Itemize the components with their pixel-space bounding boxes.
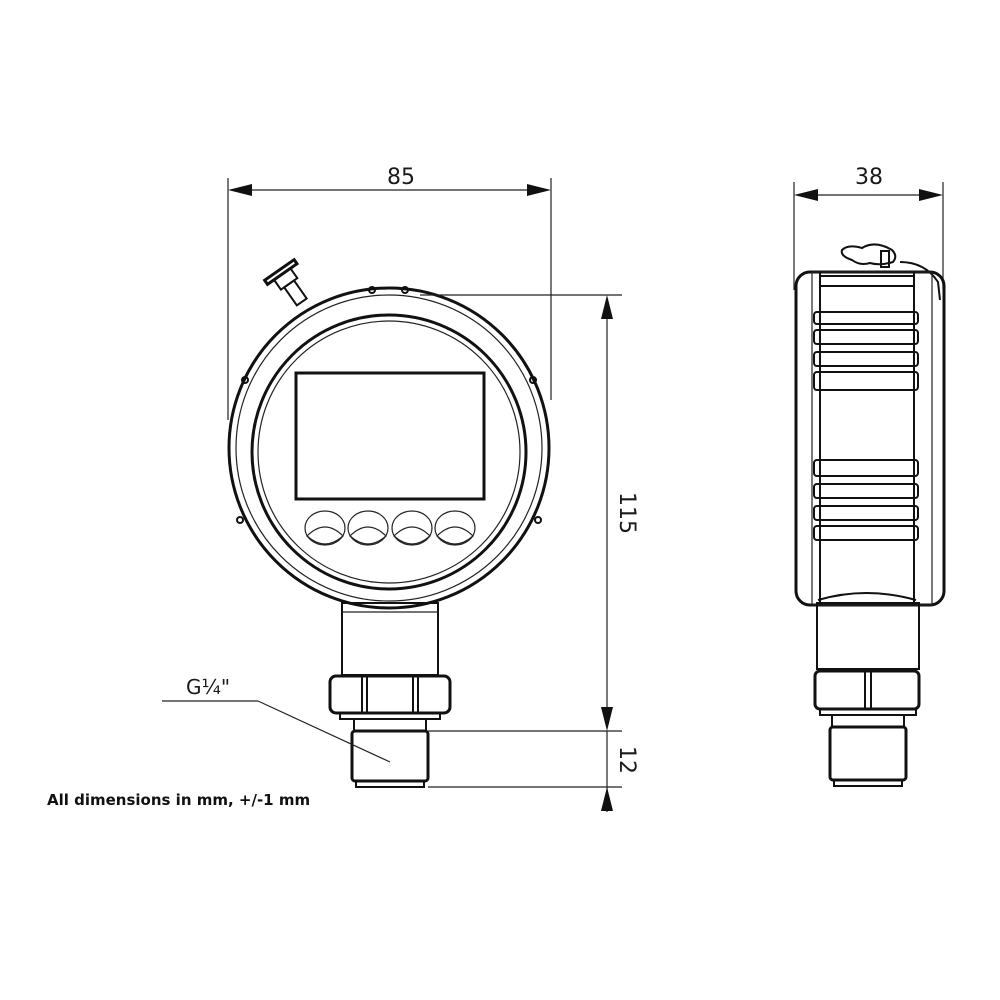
button-3	[391, 510, 433, 546]
hex-nut	[328, 674, 452, 720]
height-dimension: 115	[420, 294, 639, 731]
thread-callout: G¼"	[162, 675, 391, 763]
button-4	[434, 510, 476, 546]
tolerance-note: All dimensions in mm, +/-1 mm	[47, 791, 310, 809]
side-thread	[828, 714, 908, 787]
stem	[341, 602, 439, 676]
button-1	[304, 510, 346, 546]
button-2	[347, 510, 389, 546]
front-view: 85	[162, 165, 639, 812]
height-dimension-label: 115	[614, 492, 639, 534]
width-dimension: 85	[227, 165, 552, 420]
width-dimension-label: 85	[387, 165, 415, 190]
lower-ribs	[813, 459, 919, 541]
depth-dimension-label: 38	[855, 165, 883, 190]
thread	[350, 718, 430, 788]
side-housing	[794, 270, 946, 607]
thread-length-dimension: 12	[428, 730, 639, 812]
side-bottom-curve	[817, 592, 917, 601]
thread-label: G¼"	[186, 675, 230, 699]
side-view: 38	[793, 165, 946, 787]
side-stem	[816, 602, 920, 670]
depth-dimension: 38	[793, 165, 944, 290]
display-window	[294, 371, 486, 501]
gauge-housing	[227, 286, 551, 610]
side-hex-nut	[813, 669, 921, 716]
thread-length-label: 12	[614, 746, 639, 774]
upper-ribs	[813, 311, 919, 391]
vent-valve	[262, 257, 309, 307]
side-vent-valve	[840, 243, 941, 301]
button-row	[304, 510, 476, 546]
